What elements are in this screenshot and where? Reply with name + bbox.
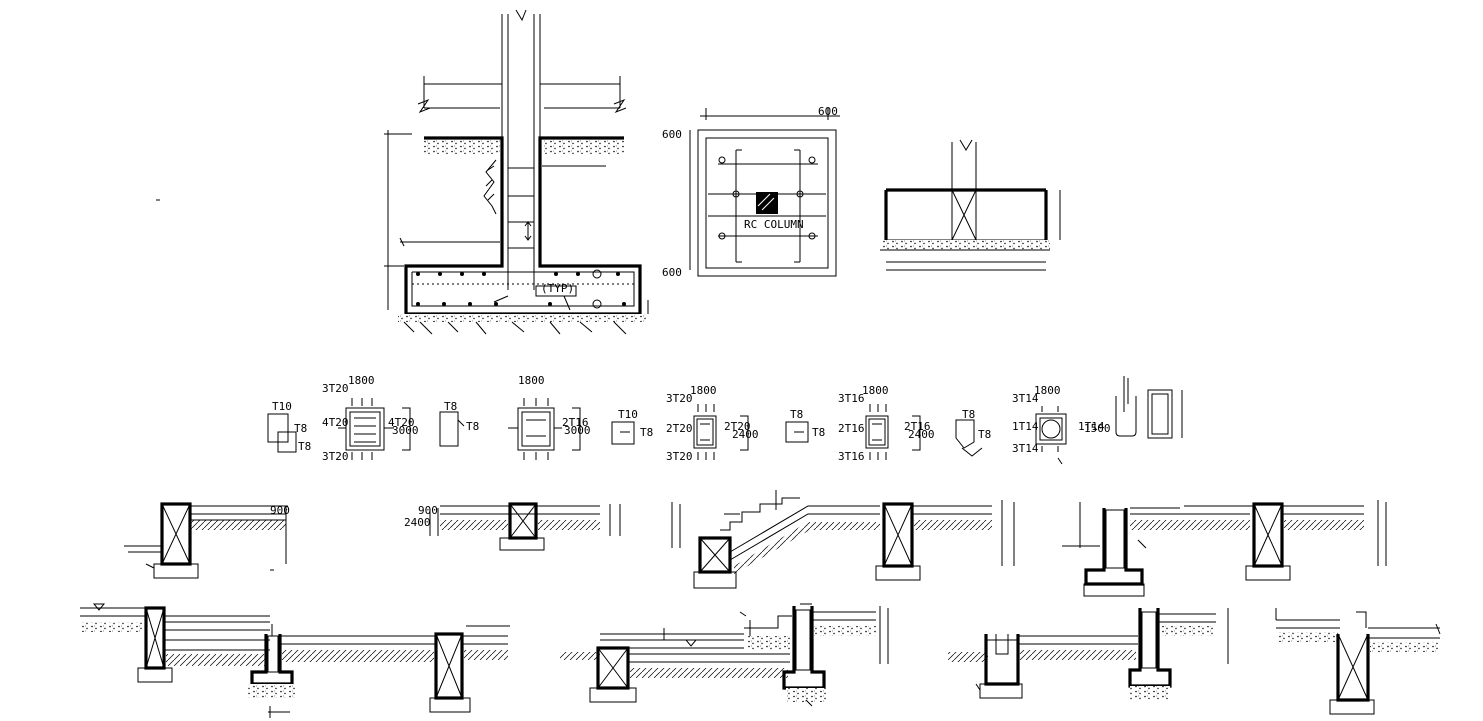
plan-dim-left-bottom: 600 — [662, 266, 682, 279]
beam-section-4: 1800 3T16 3T16 2T16 2T16 2400 — [838, 384, 935, 463]
svg-text:3000: 3000 — [564, 424, 591, 437]
svg-text:1500: 1500 — [1084, 422, 1111, 435]
svg-text:1800: 1800 — [690, 384, 717, 397]
wall-detail-3-stair — [671, 490, 1015, 589]
wall-detail-5 — [80, 603, 510, 718]
wall-detail-6 — [560, 603, 889, 707]
svg-text:1T14: 1T14 — [1012, 420, 1039, 433]
svg-text:1T14: 1T14 — [1078, 420, 1105, 433]
rc-column-label: RC COLUMN — [744, 218, 804, 231]
svg-text:3T14: 3T14 — [1012, 442, 1039, 455]
wall-detail-row-2 — [80, 603, 1441, 718]
wall-elevation — [880, 139, 1061, 271]
beam-section-3: 1800 3T20 3T20 2T20 2T20 2400 — [666, 384, 759, 463]
svg-text:4T20: 4T20 — [322, 416, 349, 429]
svg-text:T8: T8 — [294, 422, 307, 435]
svg-text:2T16: 2T16 — [562, 416, 589, 429]
beam-section-1: 1800 3T20 3T20 4T20 4T20 3000 — [322, 374, 419, 463]
beam-section-5: 1800 3T14 3T14 1T14 1T14 1500 — [1012, 384, 1111, 465]
svg-text:3T16: 3T16 — [838, 392, 865, 405]
beam-sections: T10 T8 T8 1800 3T20 3T20 4T20 4T20 3000 … — [267, 374, 1183, 465]
svg-text:1800: 1800 — [862, 384, 889, 397]
svg-text:3000: 3000 — [392, 424, 419, 437]
svg-text:T8: T8 — [298, 440, 311, 453]
svg-text:1800: 1800 — [348, 374, 375, 387]
plan-dim-left-top: 600 — [662, 128, 682, 141]
svg-text:2400: 2400 — [732, 428, 759, 441]
svg-text:T8: T8 — [962, 408, 975, 421]
plan-dim-top: 600 — [818, 105, 838, 118]
stirrup-detail-1: T10 T8 T8 — [267, 400, 311, 453]
wall-detail-2: 900 2400 — [404, 502, 621, 551]
wall-detail-4 — [1062, 500, 1387, 597]
typ-label: (TYP) — [541, 282, 574, 295]
rebar-dots — [416, 269, 626, 309]
svg-text:3T14: 3T14 — [1012, 392, 1039, 405]
svg-text:T8: T8 — [812, 426, 825, 439]
beam-section-2: 1800 2T16 3000 — [508, 374, 591, 460]
svg-text:1800: 1800 — [1034, 384, 1061, 397]
svg-text:T8: T8 — [444, 400, 457, 413]
svg-text:2400: 2400 — [908, 428, 935, 441]
svg-text:2400: 2400 — [404, 516, 431, 529]
svg-text:T10: T10 — [618, 408, 638, 421]
footing-plan: 600 600 600 RC COLUMN — [662, 105, 840, 279]
svg-text:900: 900 — [418, 504, 438, 517]
svg-text:T8: T8 — [978, 428, 991, 441]
stirrup-detail-5: T8 T8 — [955, 408, 991, 457]
svg-text:2T20: 2T20 — [666, 422, 693, 435]
hook-detail — [1115, 376, 1183, 439]
svg-text:3T20: 3T20 — [666, 450, 693, 463]
svg-text:4T20: 4T20 — [388, 416, 415, 429]
svg-text:T8: T8 — [790, 408, 803, 421]
wall-detail-7 — [948, 608, 1229, 700]
svg-text:T10: T10 — [272, 400, 292, 413]
stirrup-detail-2: T8 T8 — [439, 400, 479, 447]
svg-text:T8: T8 — [640, 426, 653, 439]
svg-text:T8: T8 — [466, 420, 479, 433]
footing-section: (TYP) — [384, 9, 649, 335]
wall-detail-1: 900 — [124, 502, 290, 579]
svg-text:3T16: 3T16 — [838, 450, 865, 463]
svg-text:1800: 1800 — [518, 374, 545, 387]
svg-text:3T20: 3T20 — [666, 392, 693, 405]
svg-text:3T20: 3T20 — [322, 450, 349, 463]
stirrup-detail-4: T8 T8 — [785, 408, 825, 443]
svg-text:2T20: 2T20 — [724, 420, 751, 433]
wall-detail-8 — [1275, 608, 1441, 715]
stirrup-detail-3: T10 T8 — [611, 408, 653, 445]
wall-detail-row-1: 900 900 2400 — [124, 490, 1387, 597]
svg-text:3T20: 3T20 — [322, 382, 349, 395]
svg-text:2T16: 2T16 — [838, 422, 865, 435]
svg-text:2T16: 2T16 — [904, 420, 931, 433]
svg-text:900: 900 — [270, 504, 290, 517]
